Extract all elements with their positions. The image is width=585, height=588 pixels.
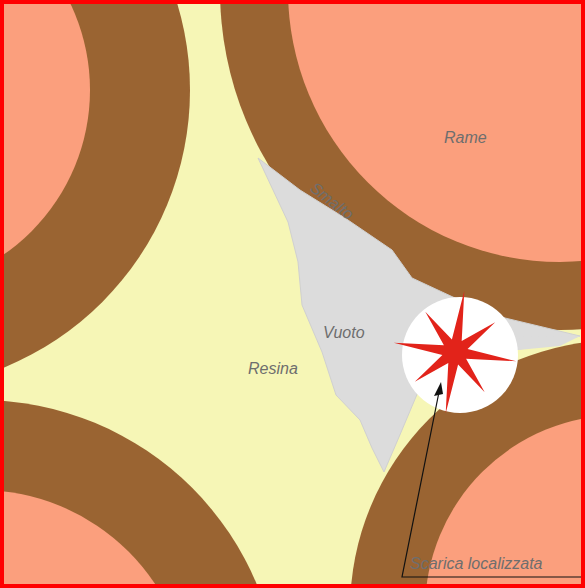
enamel-ring [0, 400, 280, 588]
part-label: Rame [444, 128, 487, 148]
discharge-star [394, 291, 517, 414]
copper-core [0, 0, 90, 290]
part-label: Vuoto [323, 323, 365, 343]
leader-arrowhead [434, 382, 443, 396]
copper-core [0, 490, 190, 588]
void-tip [518, 336, 580, 350]
enamel-ring [0, 0, 190, 390]
leader-line [402, 392, 585, 577]
callout-label: Scarica localizzata [410, 554, 543, 574]
void [258, 158, 580, 472]
part-label: Resina [248, 359, 298, 379]
